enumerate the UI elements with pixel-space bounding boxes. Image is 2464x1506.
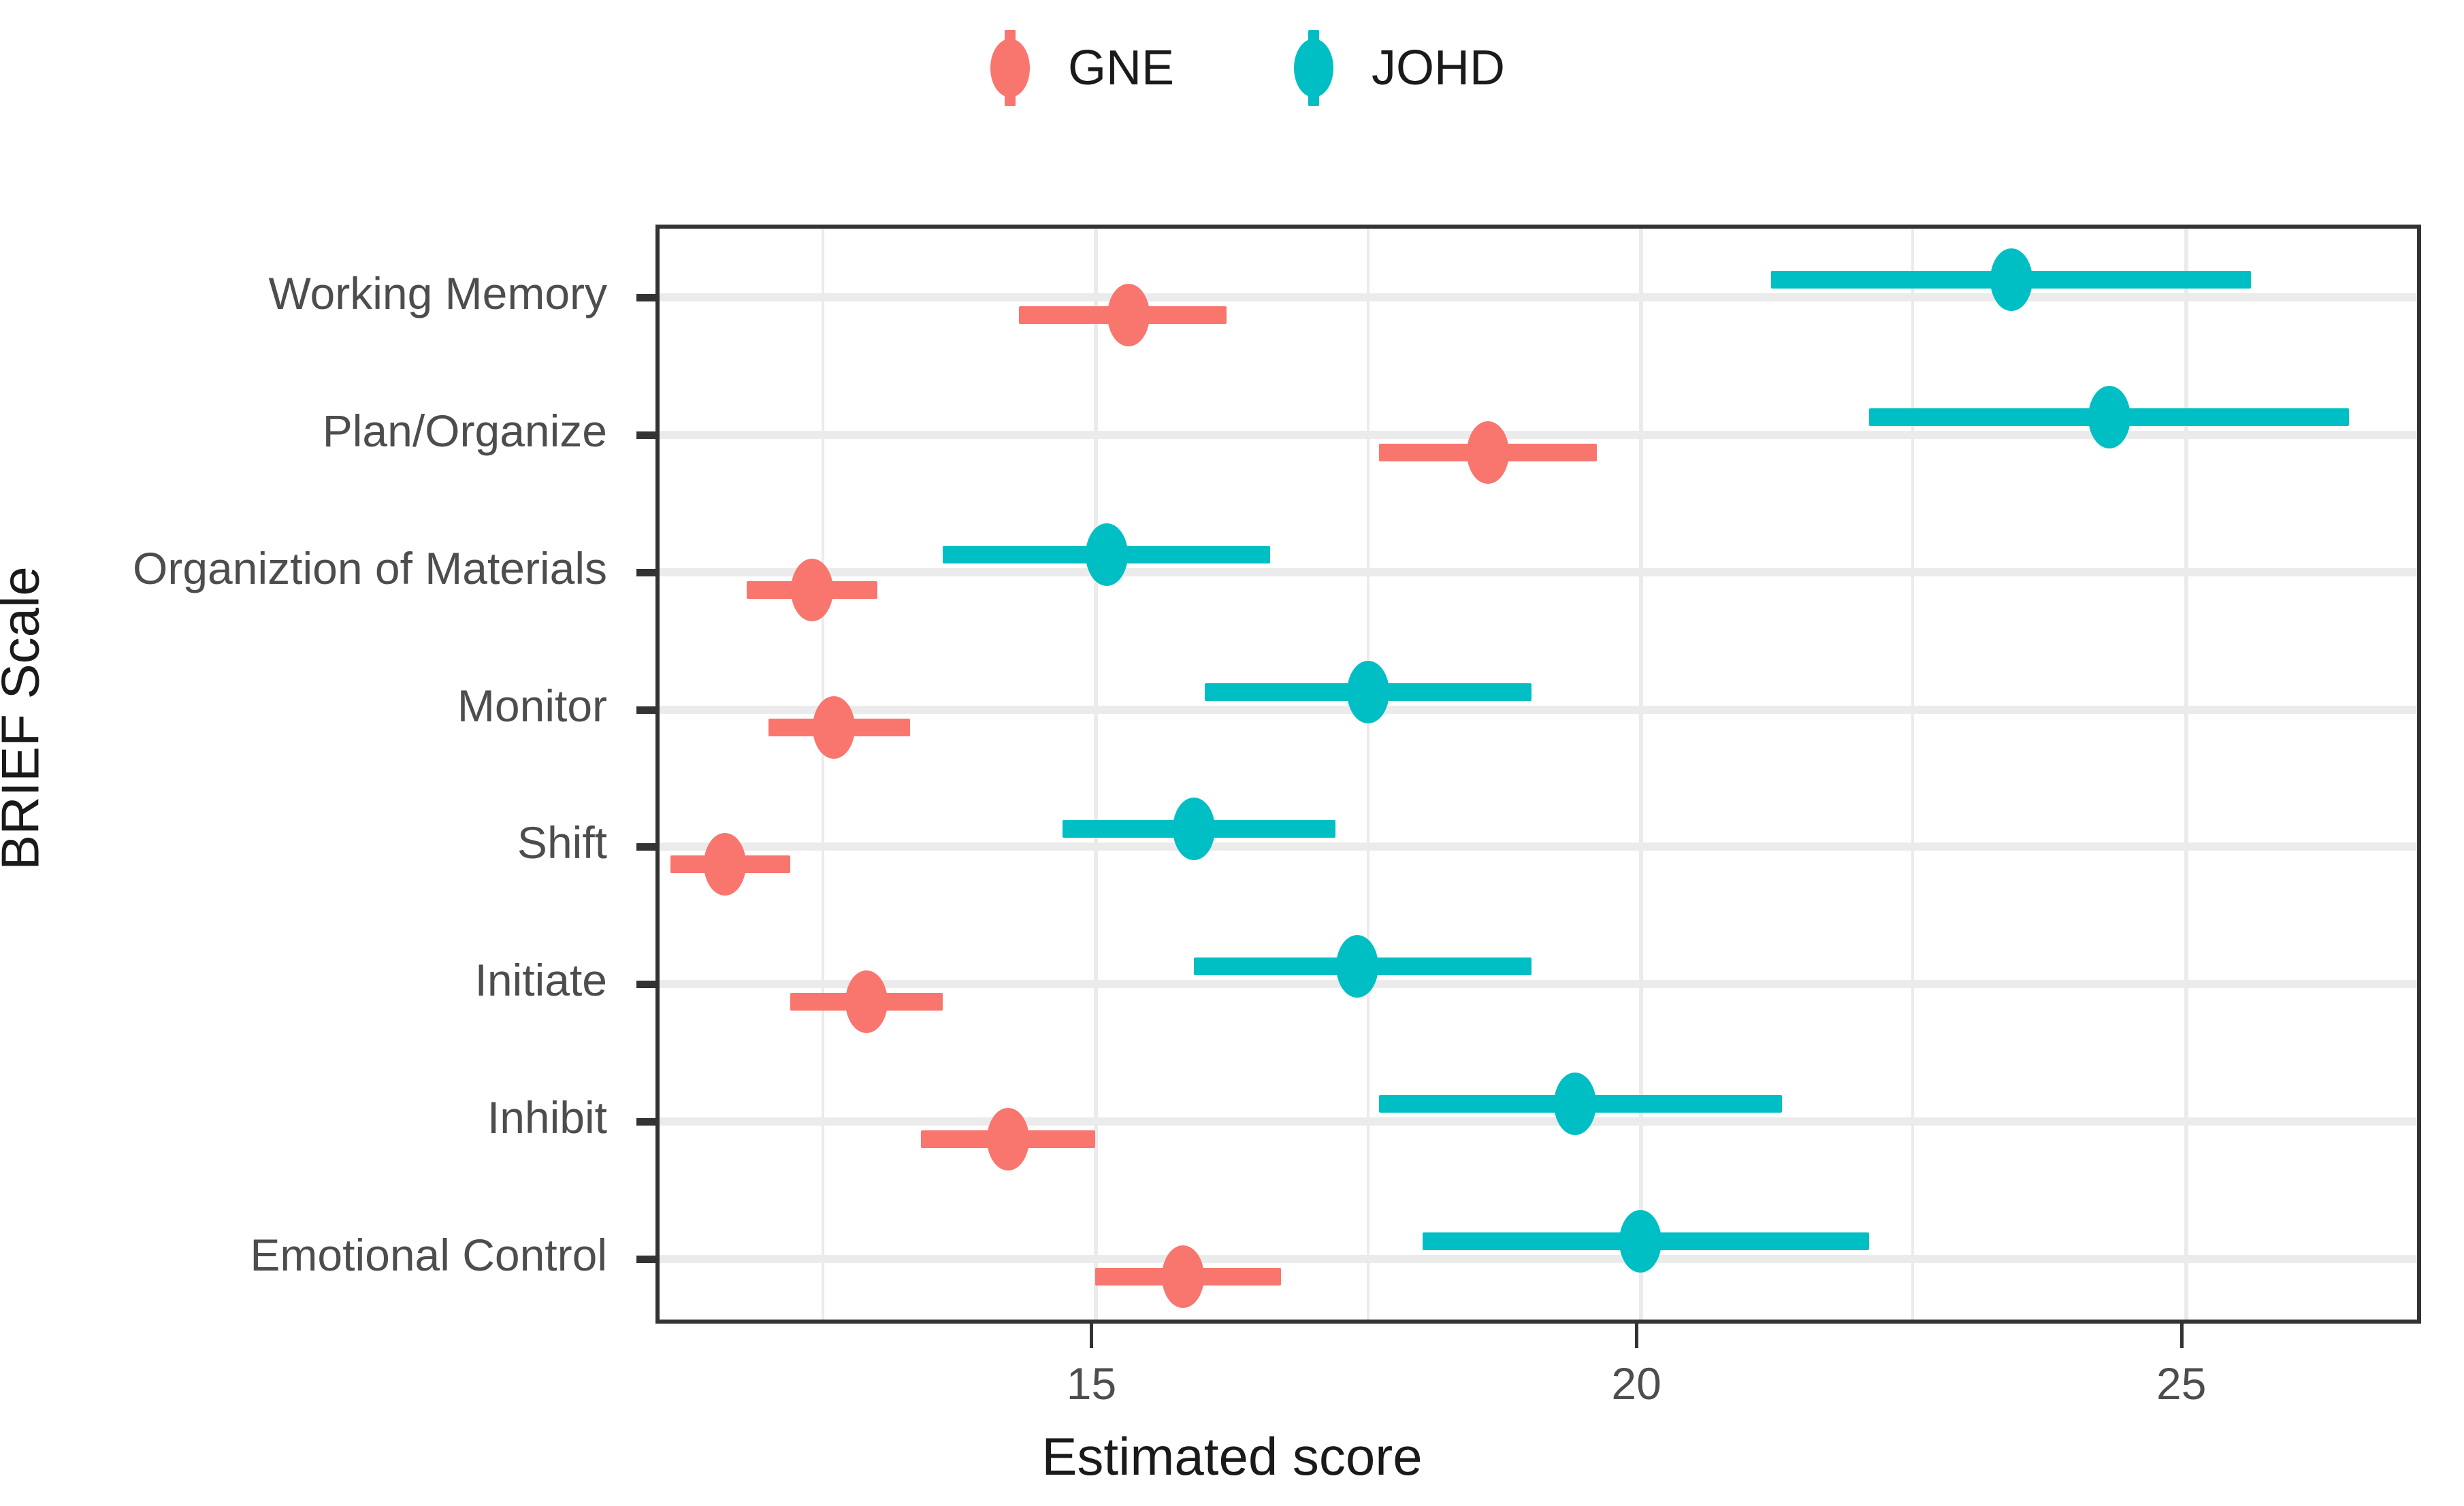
data-point[interactable] bbox=[1466, 421, 1509, 484]
legend-dot-gne bbox=[990, 39, 1030, 97]
data-point[interactable] bbox=[1107, 283, 1150, 346]
x-axis-tick bbox=[1635, 1324, 1639, 1348]
x-axis-tick-label: 15 bbox=[1066, 1358, 1117, 1409]
data-point[interactable] bbox=[2088, 385, 2130, 448]
y-axis-tick-label: Inhibit bbox=[487, 1092, 607, 1143]
legend-key-gne-icon bbox=[959, 20, 1061, 116]
data-point[interactable] bbox=[1085, 523, 1128, 586]
y-gridline bbox=[660, 842, 2417, 851]
data-point[interactable] bbox=[704, 833, 747, 896]
legend-item-johd[interactable]: JOHD bbox=[1263, 20, 1505, 116]
y-axis-tick-label: Plan/Organize bbox=[322, 405, 607, 456]
y-axis-tick bbox=[636, 1256, 660, 1264]
x-gridline-major bbox=[1639, 229, 1644, 1320]
data-point[interactable] bbox=[987, 1108, 1030, 1171]
legend-dot-johd bbox=[1294, 39, 1334, 97]
y-axis-tick bbox=[636, 568, 660, 576]
y-gridline bbox=[660, 1117, 2417, 1126]
data-point[interactable] bbox=[1161, 1245, 1204, 1309]
x-axis-tick bbox=[2179, 1324, 2184, 1348]
x-gridline-major bbox=[1094, 229, 1099, 1320]
data-point[interactable] bbox=[1990, 248, 2032, 311]
legend-label-gne: GNE bbox=[1067, 41, 1175, 95]
y-axis-tick bbox=[636, 431, 660, 439]
legend-item-gne[interactable]: GNE bbox=[959, 20, 1263, 116]
y-gridline bbox=[660, 980, 2417, 989]
y-axis-tick bbox=[636, 843, 660, 851]
legend-key-johd-icon bbox=[1263, 20, 1365, 116]
x-gridline-minor bbox=[1911, 229, 1915, 1320]
x-gridline-major bbox=[2184, 229, 2188, 1320]
y-axis-tick bbox=[636, 981, 660, 989]
legend-label-johd: JOHD bbox=[1372, 41, 1506, 95]
y-gridline bbox=[660, 568, 2417, 576]
y-axis-tick bbox=[636, 293, 660, 301]
legend: GNE JOHD bbox=[0, 20, 2464, 116]
x-gridline-minor bbox=[1366, 229, 1369, 1320]
data-point[interactable] bbox=[1619, 1210, 1662, 1273]
data-point[interactable] bbox=[1335, 935, 1378, 998]
y-axis-tick-label: Monitor bbox=[457, 680, 607, 731]
data-point[interactable] bbox=[1172, 798, 1215, 861]
x-axis-tick-label: 25 bbox=[2156, 1358, 2207, 1409]
x-axis-tick-label: 20 bbox=[1611, 1358, 1661, 1409]
y-gridline bbox=[660, 430, 2417, 439]
y-gridline bbox=[660, 705, 2417, 714]
y-axis-tick-label: Shift bbox=[517, 817, 607, 868]
data-point[interactable] bbox=[791, 558, 834, 621]
y-axis-tick bbox=[636, 706, 660, 714]
y-axis-title: BRIEF Scale bbox=[0, 566, 50, 870]
data-point[interactable] bbox=[845, 970, 888, 1034]
y-axis-tick-label: Organiztion of Materials bbox=[133, 542, 607, 593]
plot-panel bbox=[636, 225, 2421, 1324]
y-axis-tick-label: Initiate bbox=[474, 955, 607, 1006]
data-point[interactable] bbox=[1554, 1073, 1597, 1136]
data-point[interactable] bbox=[813, 695, 856, 759]
y-axis-tick bbox=[636, 1118, 660, 1126]
y-axis-tick-label: Working Memory bbox=[268, 267, 607, 318]
y-axis-tick-label: Emotional Control bbox=[250, 1230, 607, 1281]
data-point[interactable] bbox=[1346, 660, 1389, 723]
x-gridline-minor bbox=[822, 229, 825, 1320]
y-gridline bbox=[660, 1255, 2417, 1264]
x-axis-title: Estimated score bbox=[1041, 1426, 1423, 1486]
x-axis-tick bbox=[1090, 1324, 1094, 1348]
y-gridline bbox=[660, 293, 2417, 301]
